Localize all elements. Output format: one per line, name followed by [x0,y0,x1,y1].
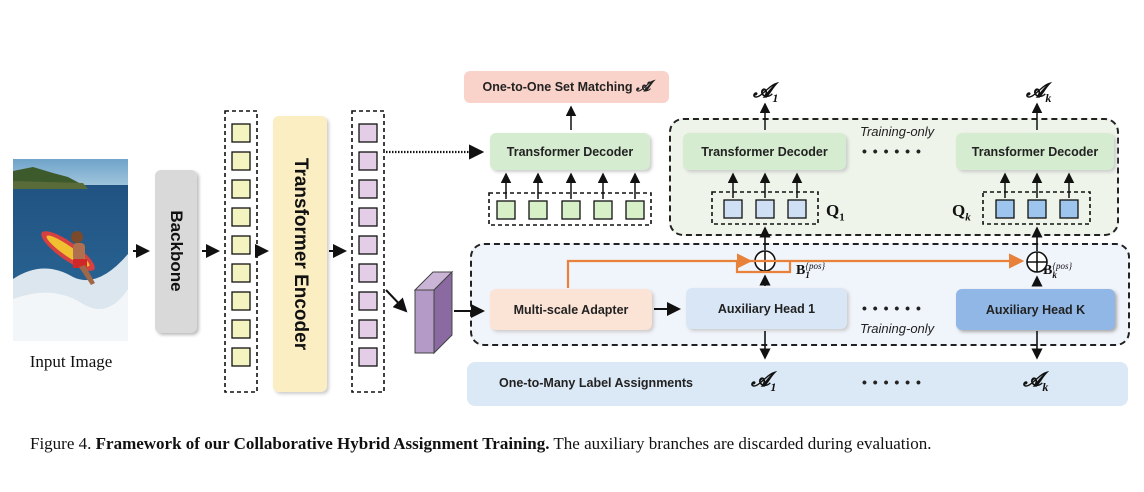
q1-query-tokens [723,199,807,219]
one-to-one-set-matching-box: One-to-One Set Matching 𝓐̃ [464,71,669,103]
ellipsis-assignments: • • • • • • [862,374,922,390]
transformer-decoder-main: Transformer Decoder [490,133,650,170]
pos-b1-label: B{pos}1 [796,261,826,280]
input-image-label: Input Image [29,352,113,371]
encoder-feature-tokens [358,123,378,367]
output-ak-bottom: 𝓐k [1023,369,1049,394]
transformer-decoder-1: Transformer Decoder [683,133,846,170]
auxiliary-head-1-label: Auxiliary Head 1 [717,301,816,316]
one-to-many-panel [467,362,1128,406]
output-ak-top: 𝓐k [1026,80,1052,105]
ellipsis-heads: • • • • • • [862,300,922,316]
input-image [13,159,128,341]
caption-rest: The auxiliary branches are discarded dur… [553,434,932,453]
caption-bold: Framework of our Collaborative Hybrid As… [95,434,550,453]
backbone-block [155,170,197,333]
add-operator-k [1026,251,1048,273]
caption-prefix: Figure 4. [30,434,92,453]
one-to-one-label: One-to-One Set Matching [482,80,633,94]
figure-caption: Figure 4. Framework of our Collaborative… [30,434,932,454]
auxiliary-head-1-box: Auxiliary Head 1 [686,288,847,329]
ellipsis-decoders: • • • • • • [862,143,922,159]
qk-query-group [982,191,1091,225]
output-a1-bottom: 𝓐1 [751,369,777,394]
multi-scale-adapter-box: Multi-scale Adapter [490,289,652,330]
output-a1-top: 𝓐1 [753,80,779,105]
transformer-decoder-k: Transformer Decoder [956,133,1114,170]
decoder-label: Transformer Decoder [701,144,828,159]
multi-scale-feature-slab [413,270,454,355]
query-q1-label: Q1 [826,201,845,224]
qk-query-tokens [995,199,1079,219]
decoder-label: Transformer Decoder [506,144,634,159]
pos-bk-label: B{pos}k [1043,261,1073,280]
backbone-feature-tokens [231,123,251,367]
adapter-label: Multi-scale Adapter [513,302,629,317]
backbone-feature-column [224,110,258,393]
main-query-group [488,192,652,226]
decoder-label: Transformer Decoder [971,144,1099,159]
encoder-feature-column [351,110,385,393]
training-only-label-top: Training-only [860,124,935,139]
query-qk-label: Qk [952,201,971,224]
one-to-one-symbol: 𝓐̃ [635,79,651,95]
training-only-label-bottom: Training-only [860,321,935,336]
auxiliary-head-k-box: Auxiliary Head K [956,289,1115,330]
main-query-tokens [496,200,645,220]
auxiliary-head-k-label: Auxiliary Head K [985,302,1086,317]
one-to-many-label: One-to-Many Label Assignments [499,376,694,390]
transformer-encoder-block [273,116,327,392]
